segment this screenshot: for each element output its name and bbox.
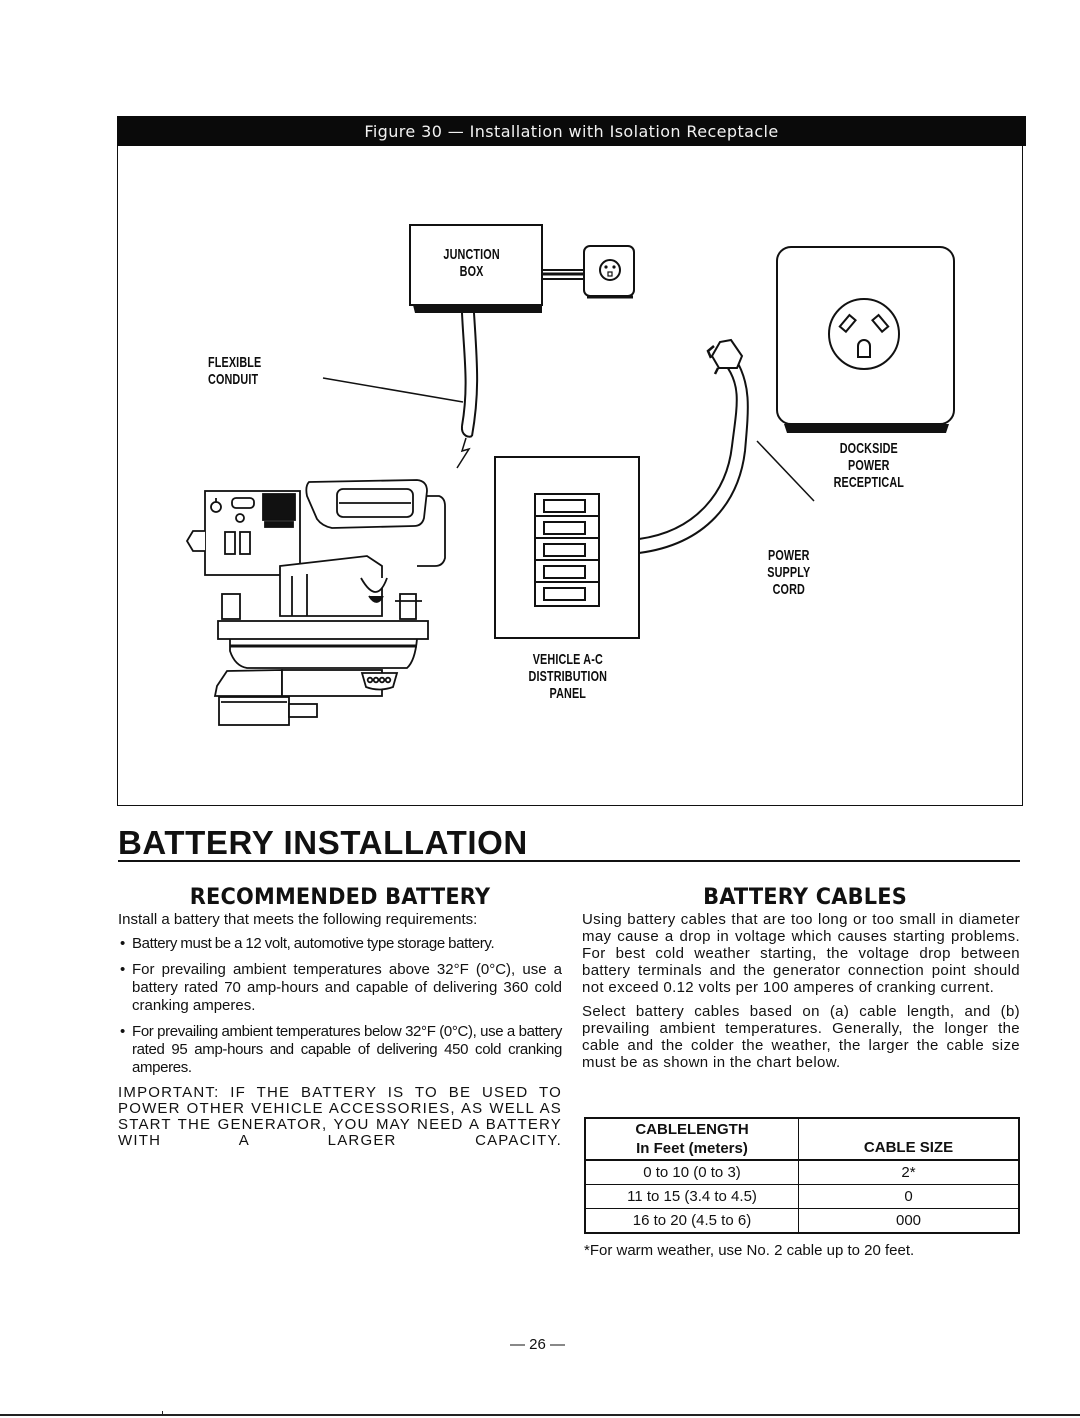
- generator-icon: [185, 479, 446, 726]
- label-flexible-conduit: FLEXIBLE CONDUIT: [208, 354, 262, 388]
- header-cable-size: CABLE SIZE: [798, 1117, 1020, 1161]
- bullet-icon: •: [120, 961, 126, 978]
- recommended-battery-section: Install a battery that meets the followi…: [118, 911, 562, 1149]
- cell-length: 11 to 15 (3.4 to 4.5): [584, 1184, 799, 1209]
- label-dockside-power-receptical: DOCKSIDE POWER RECEPTICAL: [833, 440, 905, 491]
- header-cable-length: CABLELENGTH In Feet (meters): [584, 1117, 799, 1161]
- requirement-item: • For prevailing ambient temperatures be…: [120, 1023, 562, 1076]
- recommended-battery-intro: Install a battery that meets the followi…: [118, 911, 478, 928]
- figure-title: Figure 30 — Installation with Isolation …: [117, 116, 1026, 146]
- installation-diagram: [185, 224, 955, 726]
- junction-box-icon: [409, 224, 635, 313]
- recommended-battery-heading: RECOMMENDED BATTERY: [189, 885, 491, 910]
- cell-length: 0 to 10 (0 to 3): [584, 1159, 799, 1185]
- important-note: IMPORTANT: IF THE BATTERY IS TO BE USED …: [118, 1084, 562, 1149]
- battery-cables-heading: BATTERY CABLES: [703, 885, 907, 910]
- distribution-panel-icon: [494, 456, 640, 639]
- table-row: 16 to 20 (4.5 to 6) 000: [584, 1208, 1020, 1234]
- battery-cables-paragraph: Select battery cables based on (a) cable…: [582, 1003, 1020, 1071]
- table-row: 11 to 15 (3.4 to 4.5) 0: [584, 1184, 1020, 1209]
- bullet-icon: •: [120, 1023, 125, 1040]
- battery-cables-section: Using battery cables that are too long o…: [582, 911, 1020, 1078]
- page-number: — 26 —: [510, 1336, 566, 1353]
- table-footnote: *For warm weather, use No. 2 cable up to…: [584, 1242, 915, 1259]
- table-header-row: CABLELENGTH In Feet (meters) CABLE SIZE: [584, 1117, 1020, 1161]
- bullet-icon: •: [120, 935, 125, 952]
- label-power-supply-cord: POWER SUPPLY CORD: [767, 547, 811, 598]
- page-bottom-tick: [162, 1411, 163, 1415]
- section-title: BATTERY INSTALLATION: [118, 824, 528, 861]
- requirement-item: • For prevailing ambient temperatures ab…: [120, 961, 562, 1014]
- cell-size: 000: [798, 1208, 1020, 1234]
- section-divider: [118, 860, 1020, 862]
- cell-size: 0: [798, 1184, 1020, 1209]
- label-distribution-panel: VEHICLE A-C DISTRIBUTION PANEL: [528, 651, 608, 702]
- dockside-receptacle-icon: [776, 246, 955, 433]
- battery-cables-paragraph: Using battery cables that are too long o…: [582, 911, 1020, 996]
- page-bottom-rule: [0, 1414, 1080, 1416]
- requirement-item: • Battery must be a 12 volt, automotive …: [120, 935, 495, 952]
- cable-size-table: CABLELENGTH In Feet (meters) CABLE SIZE …: [584, 1117, 1020, 1234]
- cell-length: 16 to 20 (4.5 to 6): [584, 1208, 799, 1234]
- label-junction-box: JUNCTION BOX: [443, 246, 500, 280]
- table-row: 0 to 10 (0 to 3) 2*: [584, 1159, 1020, 1185]
- power-supply-cord-icon: [638, 338, 815, 554]
- flexible-conduit-icon: [322, 312, 479, 469]
- cell-size: 2*: [798, 1159, 1020, 1185]
